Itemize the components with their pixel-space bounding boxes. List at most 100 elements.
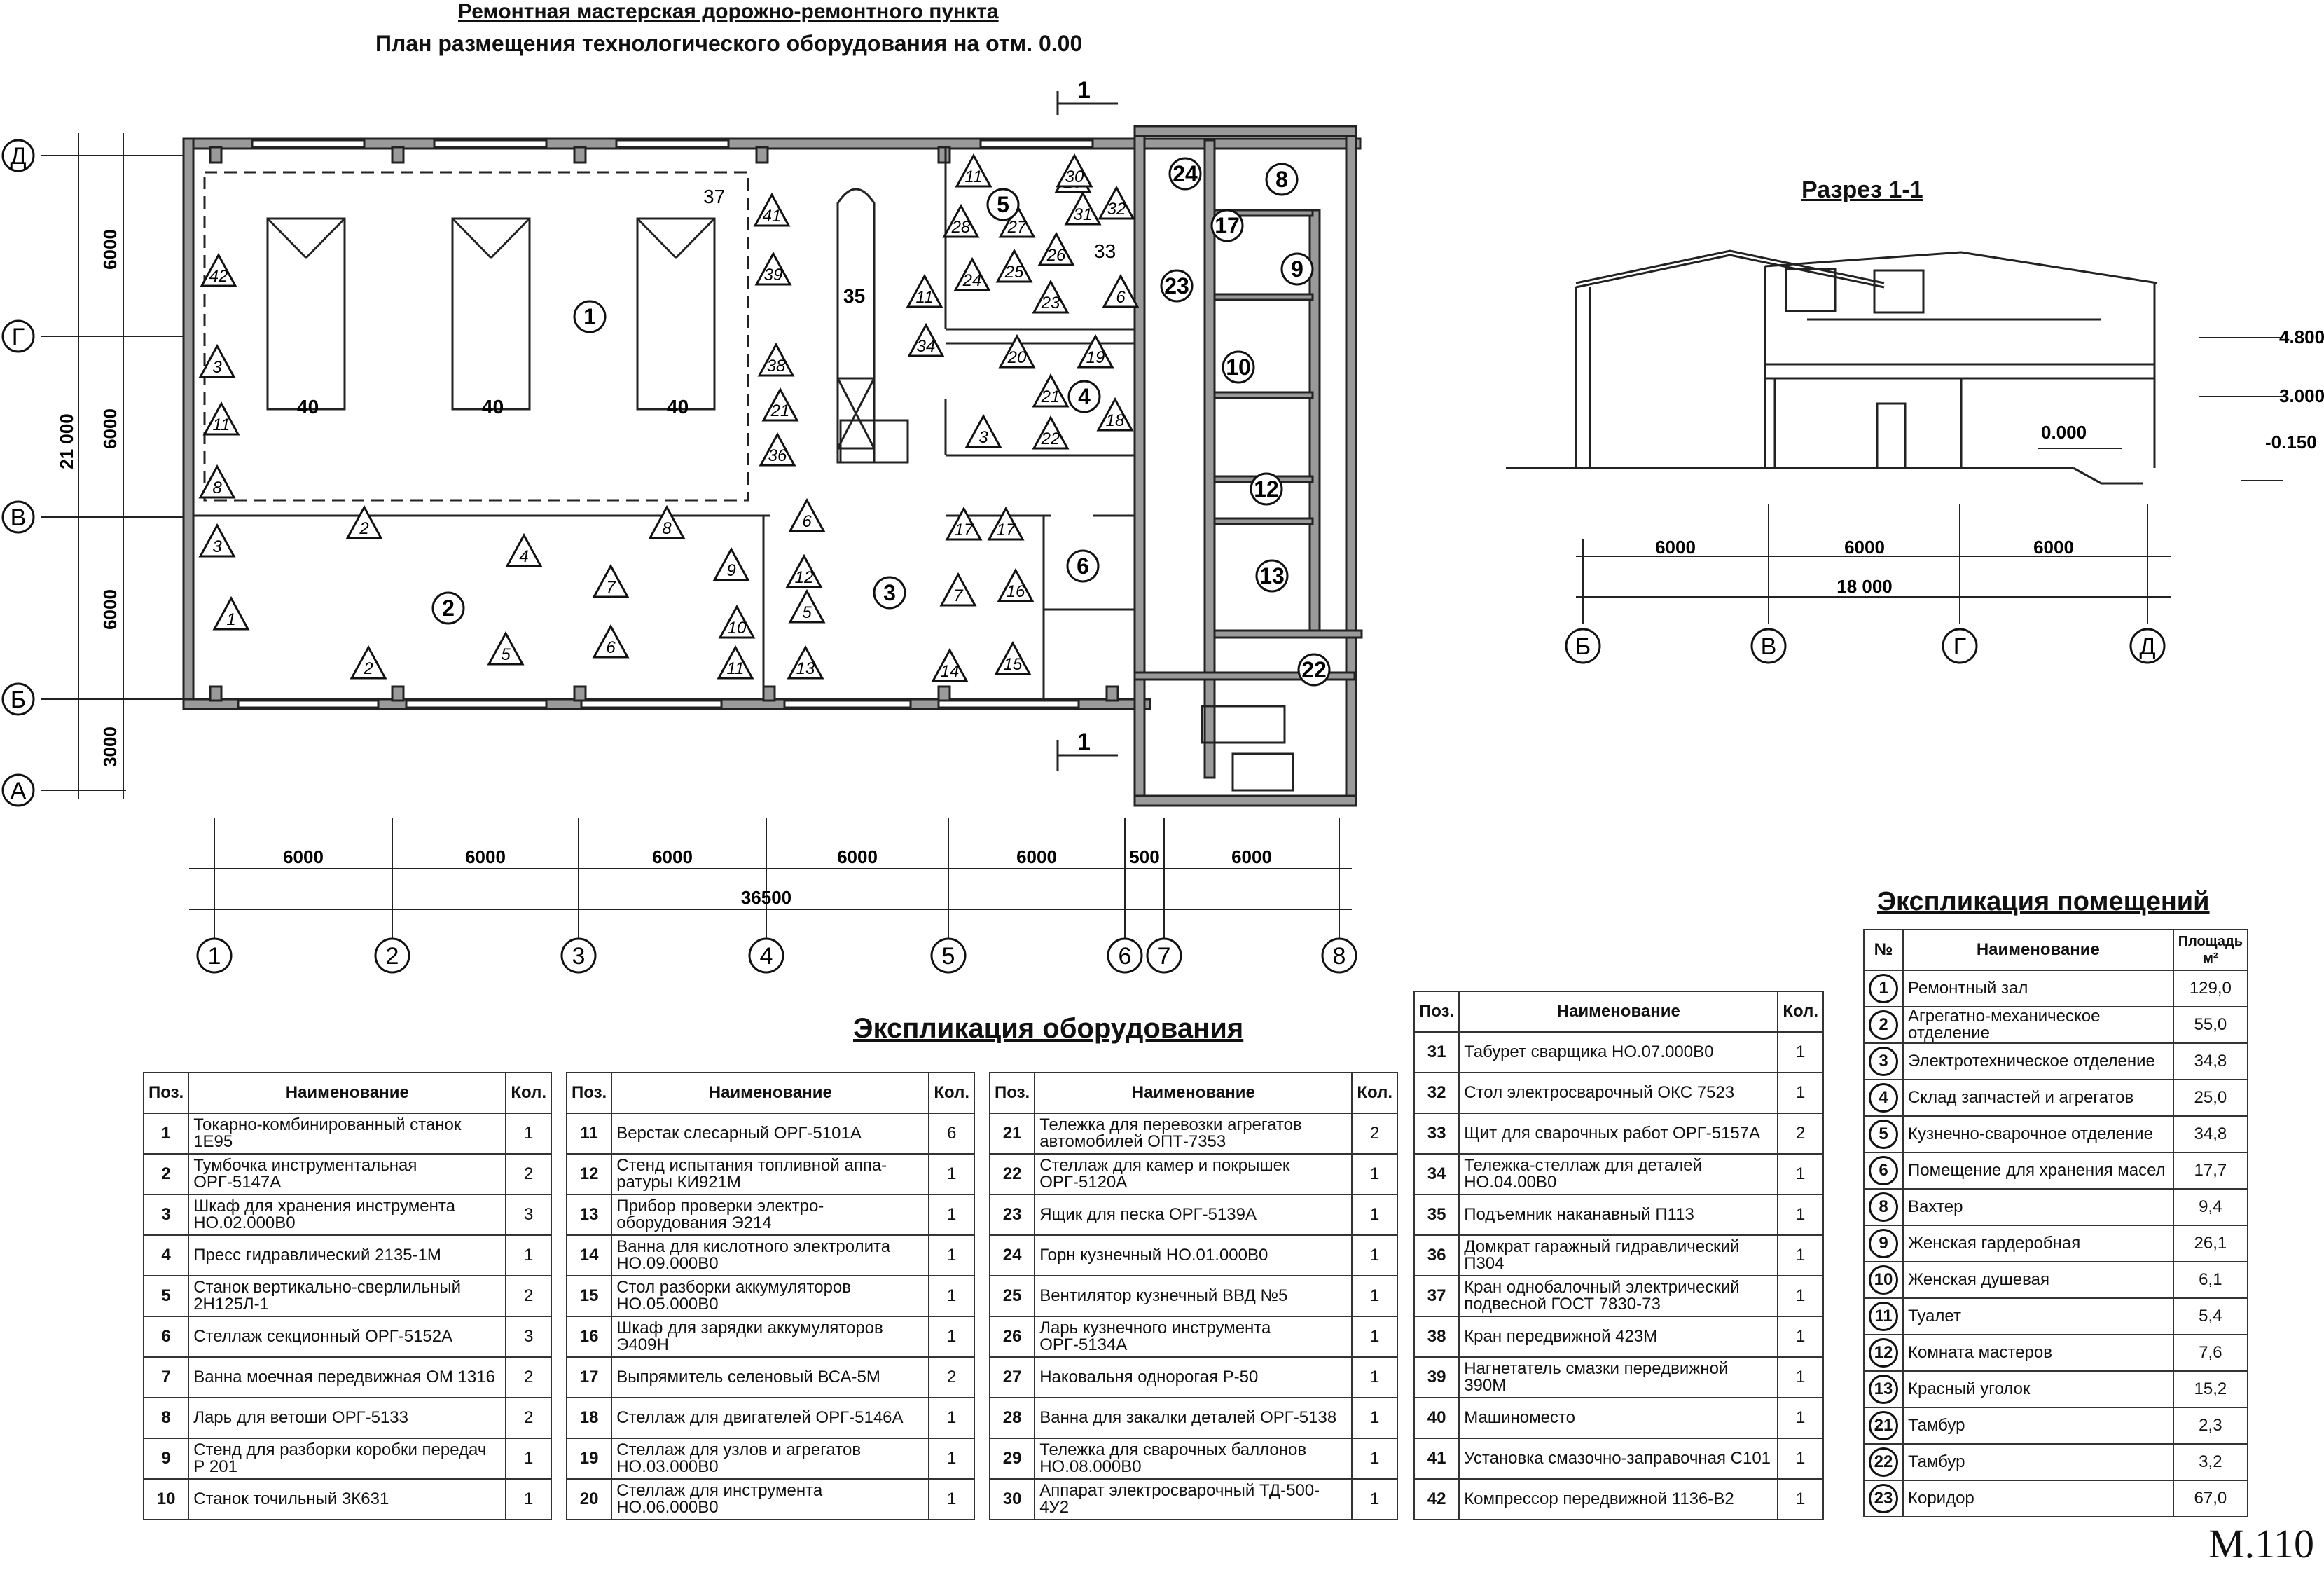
equipment-marker: 19 [1077, 333, 1114, 369]
svg-text:6000: 6000 [2033, 537, 2074, 558]
svg-text:15: 15 [1004, 655, 1023, 674]
room-marker: 2 [431, 591, 465, 625]
room-marker: 23 [1160, 269, 1194, 303]
svg-text:41: 41 [763, 207, 782, 226]
svg-text:31: 31 [1074, 205, 1093, 224]
svg-text:6000: 6000 [837, 846, 878, 867]
svg-text:4: 4 [1078, 384, 1091, 409]
room-marker: 9 [1280, 252, 1314, 286]
svg-text:23: 23 [1164, 273, 1189, 298]
svg-text:38: 38 [767, 357, 786, 376]
svg-text:9: 9 [726, 561, 735, 580]
col-axis-label: 7 [1158, 943, 1171, 970]
svg-text:21 000: 21 000 [56, 413, 77, 469]
svg-text:13: 13 [1259, 563, 1285, 588]
svg-text:30: 30 [1065, 167, 1084, 186]
svg-text:35: 35 [843, 285, 865, 307]
drawing-title: Ремонтная мастерская дорожно-ремонтного … [458, 0, 999, 23]
equipment-marker: 28 [942, 203, 980, 238]
svg-text:7: 7 [606, 578, 616, 597]
svg-text:42: 42 [209, 267, 228, 286]
equipment-marker: 34 [907, 322, 945, 357]
col-name: Наименование [611, 1072, 930, 1114]
equipment-marker: 2 [350, 645, 387, 680]
equipment-marker: 3 [198, 343, 236, 378]
equipment-marker: 21 [1032, 373, 1070, 408]
lift-35: 35 [836, 188, 909, 464]
svg-text:6: 6 [1116, 288, 1126, 307]
svg-text:9: 9 [1291, 256, 1303, 282]
equipment-marker: 32 [1098, 185, 1135, 220]
svg-text:5: 5 [802, 603, 812, 622]
svg-text:10: 10 [728, 619, 747, 638]
svg-text:21: 21 [770, 401, 790, 420]
sheet-number: М.110 [2208, 1521, 2314, 1566]
svg-text:40: 40 [297, 396, 319, 418]
svg-text:0.000: 0.000 [2041, 422, 2087, 443]
equipment-marker: 23 [1032, 279, 1070, 314]
col-name: Наименование [1034, 1072, 1353, 1114]
room-marker: 8 [1265, 163, 1299, 196]
equipment-marker: 6 [1102, 273, 1140, 308]
svg-text:6000: 6000 [1016, 846, 1057, 867]
svg-text:40: 40 [482, 396, 504, 418]
equipment-marker: 20 [998, 333, 1036, 369]
stairs [1201, 705, 1294, 792]
svg-text:6000: 6000 [465, 846, 506, 867]
svg-text:3: 3 [212, 358, 222, 377]
equipment-markers: 1234567891011121314151617181920212223242… [198, 153, 1140, 682]
svg-text:6000: 6000 [99, 229, 120, 270]
col-pos: Поз. [1413, 991, 1460, 1033]
room-marker: 5 [986, 188, 1020, 221]
svg-text:500: 500 [1129, 846, 1159, 867]
svg-text:А: А [11, 778, 27, 804]
equipment-marker: 1 [212, 595, 250, 631]
room-marker: 4 [1067, 380, 1101, 413]
equipment-marker: 12 [785, 553, 823, 588]
equipment-marker: 30 [1056, 153, 1093, 188]
svg-text:2: 2 [442, 595, 455, 621]
equipment-marker: 25 [995, 248, 1033, 283]
svg-text:25: 25 [1004, 263, 1024, 282]
section-1-1: 4.800 3.000 0.000 -0.150 6000 6000 6000 … [1506, 249, 2324, 664]
equipment-title: Экспликация оборудования [853, 1013, 1244, 1044]
equipment-marker: 11 [906, 273, 943, 308]
equipment-marker: 39 [754, 251, 792, 286]
svg-text:3000: 3000 [99, 727, 120, 767]
svg-text:12: 12 [1254, 476, 1279, 502]
svg-text:13: 13 [796, 659, 815, 678]
col-axis-label: 3 [572, 943, 586, 970]
svg-text:36500: 36500 [741, 887, 791, 908]
svg-text:17: 17 [1215, 213, 1240, 238]
equipment-marker: 21 [761, 387, 799, 422]
svg-text:1: 1 [226, 610, 235, 629]
svg-text:Д: Д [2139, 633, 2155, 660]
equipment-marker: 17 [945, 506, 983, 541]
svg-text:36: 36 [768, 446, 787, 465]
equipment-marker: 7 [592, 563, 630, 598]
svg-text:11: 11 [916, 288, 934, 307]
svg-text:22: 22 [1041, 429, 1060, 448]
